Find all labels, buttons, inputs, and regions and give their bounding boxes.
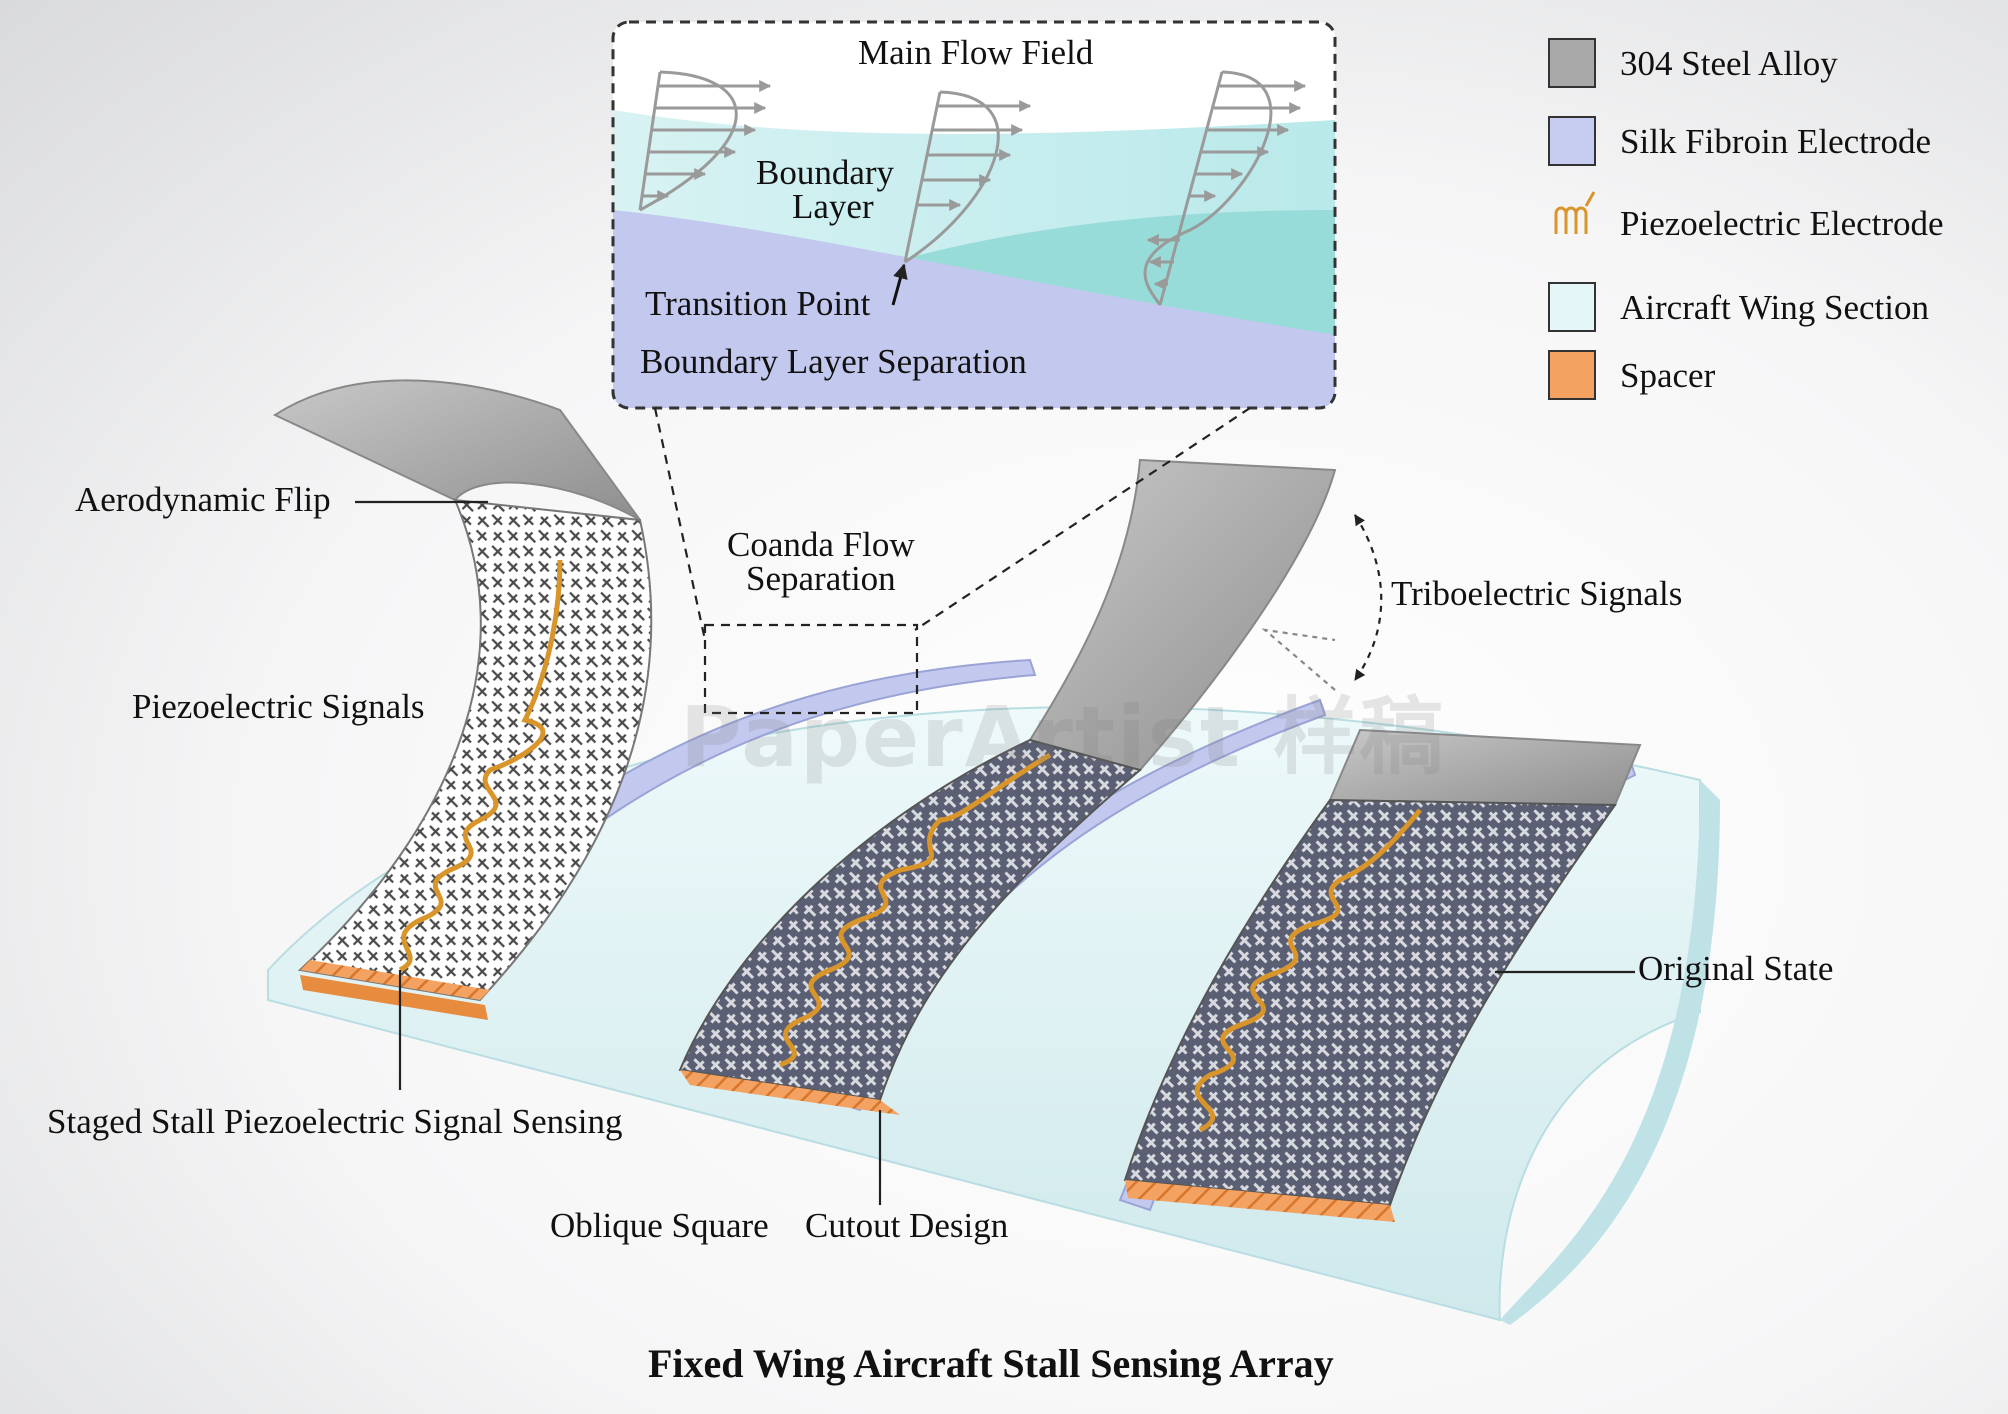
boundary-layer-label-line2: Layer [792,187,874,226]
triboelectric-signals-label: Triboelectric Signals [1391,574,1683,613]
triboelectric-arrow [1354,514,1383,681]
piezoelectric-signals-label: Piezoelectric Signals [132,687,425,726]
coanda-flow-label-line2: Separation [746,559,896,598]
silk-fibroin-swatch [1548,116,1596,166]
aerodynamic-flip-label: Aerodynamic Flip [75,480,331,519]
oblique-square-label: Oblique Square [550,1206,769,1245]
callout-lines [355,407,1635,1205]
cutout-design-label: Cutout Design [805,1206,1009,1245]
velocity-profile-3 [1143,70,1307,306]
staged-stall-label: Staged Stall Piezoelectric Signal Sensin… [47,1102,623,1141]
serpentine-electrode-icon [1554,191,1596,234]
velocity-profile-1 [638,70,772,212]
spacer-swatch [1548,350,1596,400]
legend-label: 304 Steel Alloy [1620,44,1838,83]
flow-field-inset [611,20,1337,410]
transition-point-arrow [891,263,908,306]
steel-swatch [1548,38,1596,88]
transition-point-label: Transition Point [645,284,871,323]
sensor-strip-flipped [272,379,653,1020]
sensor-strip-original [1123,728,1642,1222]
original-position-ghost [1261,628,1336,691]
main-flow-field-label: Main Flow Field [858,33,1094,72]
original-state-label: Original State [1638,949,1834,988]
watermark: PaperArtist 样稿 [680,688,1446,786]
inset-zoom-line-left [653,407,707,641]
inset-zoom-line-right [914,407,1251,631]
legend-label: Silk Fibroin Electrode [1620,122,1932,161]
coanda-zoom-box [703,623,919,715]
velocity-profile-2 [903,90,1032,264]
coanda-flow-label-line1: Coanda Flow [727,525,915,564]
wing-section-swatch [1548,282,1596,332]
boundary-layer-label-line1: Boundary [756,153,895,192]
boundary-layer-separation-label: Boundary Layer Separation [640,342,1027,381]
sensor-strip-middle [678,458,1337,1115]
figure-title: Fixed Wing Aircraft Stall Sensing Array [648,1341,1334,1386]
legend-label: Spacer [1620,356,1716,395]
legend-label: Piezoelectric Electrode [1620,204,1944,243]
legend-label: Aircraft Wing Section [1620,288,1929,327]
